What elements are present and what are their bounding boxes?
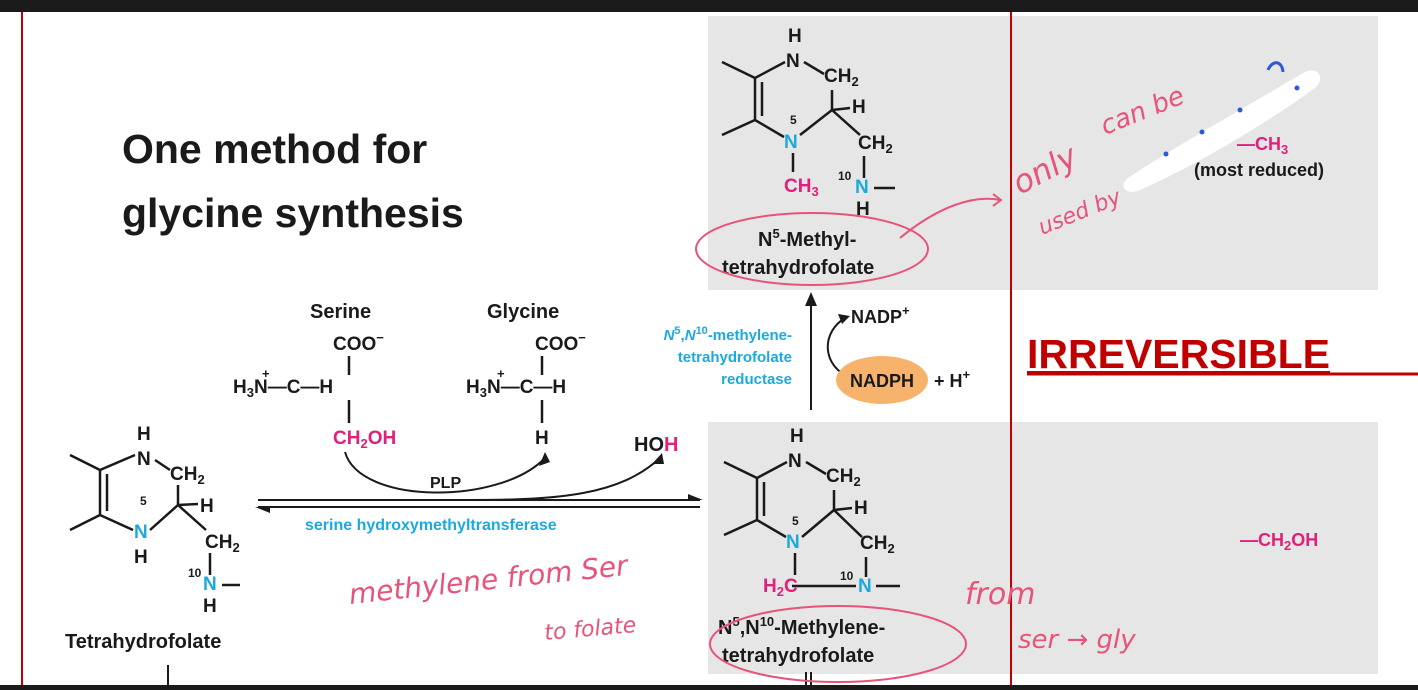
reductase-arrowhead (805, 292, 817, 306)
methylene-thf-structure: H N CH2 H 5 N CH2 H2C 10 N (763, 426, 895, 599)
ch3-label: —CH3 (1237, 134, 1288, 157)
plp-label: PLP (430, 475, 461, 492)
pink-circles (695, 193, 1003, 683)
mthfr-label-2: tetrahydrofolate (678, 349, 792, 366)
svg-text:N: N (858, 576, 872, 597)
svg-text:N: N (203, 574, 217, 595)
white-scribble (1123, 70, 1321, 192)
from-note-2: ser → gly (1018, 625, 1136, 655)
most-reduced-label: (most reduced) (1194, 160, 1324, 180)
serine-structure: COO− + H3N—C—H CH2OH (233, 330, 396, 451)
svg-text:10: 10 (840, 569, 854, 583)
svg-text:N: N (786, 532, 800, 553)
svg-text:5: 5 (792, 514, 799, 528)
svg-text:H: H (856, 199, 870, 220)
svg-text:H: H (134, 547, 148, 568)
thf-name: Tetrahydrofolate (65, 631, 221, 653)
shmt-label: serine hydroxymethyltransferase (305, 517, 557, 534)
svg-text:N: N (855, 177, 869, 198)
thf-structure: H N CH2 H 5 N H CH2 10 N H (134, 424, 240, 617)
mthfr-label-1: N5,N10-methylene- (664, 325, 792, 344)
nadp-label: NADP+ (851, 303, 910, 327)
forward-arrowhead (688, 494, 703, 500)
svg-text:CH2: CH2 (205, 532, 240, 555)
svg-text:N: N (786, 51, 800, 72)
nadp-arrowhead (838, 314, 850, 324)
svg-text:H: H (535, 428, 549, 449)
svg-text:5: 5 (790, 113, 797, 127)
serine-to-glycine-arrow (344, 451, 546, 494)
svg-text:CH2: CH2 (824, 66, 859, 89)
methyl-thf-name-2: tetrahydrofolate (722, 257, 874, 279)
svg-text:H: H (788, 26, 802, 47)
svg-text:N: N (134, 522, 148, 543)
mthfr-label-3: reductase (721, 371, 792, 388)
svg-text:N: N (784, 132, 798, 153)
svg-text:N: N (137, 449, 151, 470)
svg-text:H: H (203, 596, 217, 617)
serine-name: Serine (310, 301, 371, 323)
methylene-thf-name-2: tetrahydrofolate (722, 645, 874, 667)
methylene-thf-bonds (723, 460, 900, 588)
svg-text:10: 10 (188, 566, 202, 580)
svg-text:N: N (788, 451, 802, 472)
methylene-panel (708, 422, 1378, 674)
svg-text:H3N—C—H: H3N—C—H (466, 377, 566, 400)
methyl-thf-bonds (721, 60, 895, 190)
glycine-name: Glycine (487, 301, 559, 323)
svg-text:CH2: CH2 (826, 466, 861, 489)
reverse-arrowhead (255, 507, 270, 513)
title-line-1: One method for (122, 126, 427, 172)
methylene-thf-name-1: N5,N10-Methylene- (718, 614, 885, 639)
svg-text:CH3: CH3 (784, 176, 819, 199)
svg-text:H3N—C—H: H3N—C—H (233, 377, 333, 400)
nadph-label: NADPH (850, 371, 914, 391)
nadph-bubble (836, 356, 928, 404)
glycine-arrowhead (539, 452, 550, 466)
svg-text:+: + (262, 366, 270, 381)
svg-text:H: H (852, 97, 866, 118)
equilibrium-arrows (258, 499, 700, 508)
irreversible-label: IRREVERSIBLE (1027, 331, 1330, 377)
nadph-curve-arrow (826, 317, 846, 376)
methyl-thf-structure: H N CH2 H 5 N CH2 CH3 10 N H (784, 26, 893, 220)
svg-text:H: H (200, 496, 214, 517)
svg-text:COO−: COO− (333, 330, 384, 355)
thf-bonds (69, 453, 240, 587)
svg-text:H2C: H2C (763, 576, 798, 599)
blue-marks (1163, 61, 1300, 157)
svg-text:5: 5 (140, 494, 147, 508)
water-arrowhead (652, 453, 664, 464)
svg-text:H: H (854, 498, 868, 519)
ch2oh-label: —CH2OH (1240, 530, 1318, 553)
svg-text:COO−: COO− (535, 330, 586, 355)
svg-text:CH2: CH2 (858, 133, 893, 156)
from-note-1: from (965, 577, 1035, 612)
svg-text:H: H (790, 426, 804, 447)
svg-text:H: H (137, 424, 151, 445)
svg-text:10: 10 (838, 169, 852, 183)
methyl-panel (708, 16, 1378, 290)
svg-text:CH2: CH2 (170, 464, 205, 487)
water-label: HOH (634, 434, 678, 456)
svg-text:+: + (497, 366, 505, 381)
glycine-structure: COO− + H3N—C—H H (466, 330, 586, 449)
svg-text:CH2OH: CH2OH (333, 428, 396, 451)
svg-text:CH2: CH2 (860, 533, 895, 556)
title-line-2: glycine synthesis (122, 190, 464, 236)
